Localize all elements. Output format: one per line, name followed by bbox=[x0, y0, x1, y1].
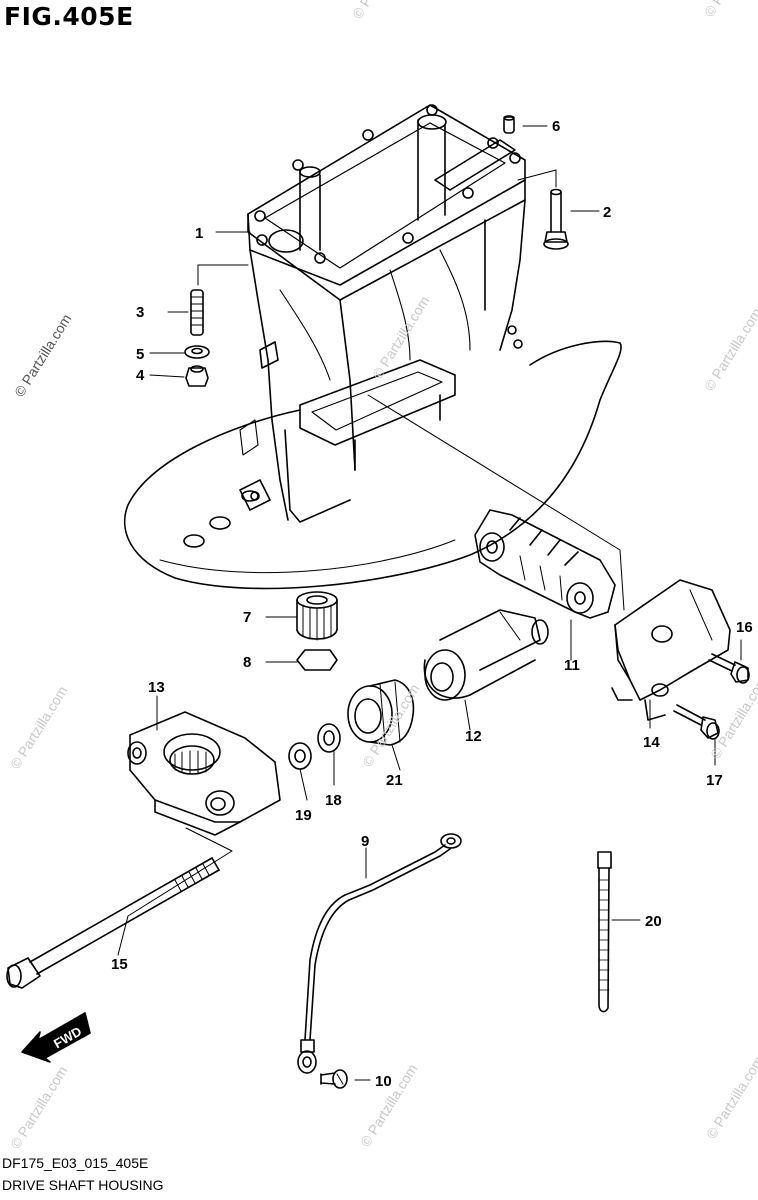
model-code: DF175_E03_015_405E bbox=[2, 1155, 149, 1171]
drive-shaft-housing[interactable] bbox=[123, 104, 622, 590]
callout-7: 7 bbox=[243, 609, 251, 626]
callout-21: 21 bbox=[386, 772, 403, 789]
sleeve-part-21[interactable] bbox=[347, 679, 415, 746]
callout-2: 2 bbox=[603, 204, 611, 221]
cable-tie-part-20[interactable] bbox=[597, 851, 612, 1013]
callout-10: 10 bbox=[375, 1073, 392, 1090]
callout-5: 5 bbox=[136, 346, 144, 363]
stud-bolt-part-3[interactable] bbox=[190, 289, 204, 336]
watermark-top-right: © Partzilla.com bbox=[701, 0, 758, 20]
callout-14: 14 bbox=[643, 734, 660, 751]
screw-part-10[interactable] bbox=[320, 1069, 348, 1089]
bushing-part-7[interactable] bbox=[296, 591, 338, 641]
callout-18: 18 bbox=[325, 792, 342, 809]
callout-6: 6 bbox=[552, 118, 560, 135]
watermark-top-center: © Partzilla.com bbox=[349, 0, 413, 22]
washer-part-5[interactable] bbox=[184, 345, 210, 359]
watermark-bottom-right: © Partzilla.com bbox=[703, 1053, 758, 1141]
through-bolt-part-15[interactable] bbox=[6, 857, 220, 989]
nut-part-4[interactable] bbox=[185, 365, 209, 387]
bolt-part-17[interactable] bbox=[673, 704, 720, 740]
ground-wire-part-9[interactable] bbox=[297, 833, 462, 1074]
mount-rubber-part-11[interactable] bbox=[474, 509, 616, 619]
watermark-lower-center: © Partzilla.com bbox=[359, 681, 423, 769]
figure-title: FIG.405E bbox=[4, 2, 134, 31]
callout-20: 20 bbox=[645, 913, 662, 930]
watermark-left: © Partzilla.com bbox=[11, 311, 75, 399]
washer-part-18[interactable] bbox=[317, 723, 341, 753]
watermark-bottom-left: © Partzilla.com bbox=[7, 1063, 71, 1151]
leader-lines bbox=[117, 125, 742, 1081]
seal-part-8[interactable] bbox=[296, 649, 338, 671]
callout-16: 16 bbox=[736, 619, 753, 636]
mount-rubber-part-12[interactable] bbox=[423, 609, 549, 701]
callout-19: 19 bbox=[295, 807, 312, 824]
callout-17: 17 bbox=[706, 772, 723, 789]
callout-15: 15 bbox=[111, 956, 128, 973]
callout-12: 12 bbox=[465, 728, 482, 745]
fwd-arrow bbox=[21, 1012, 91, 1063]
callout-1: 1 bbox=[195, 225, 203, 242]
bolt-part-2[interactable] bbox=[543, 188, 569, 250]
washer-part-19[interactable] bbox=[288, 742, 312, 770]
callout-numbers: 1 2 3 4 5 6 7 8 9 10 11 12 13 14 15 16 1… bbox=[111, 118, 753, 1090]
watermark-lower-right: © Partzilla.com bbox=[707, 673, 758, 761]
watermark-mid-right: © Partzilla.com bbox=[701, 305, 758, 393]
watermark-mid-center: © Partzilla.com bbox=[369, 293, 433, 381]
callout-9: 9 bbox=[361, 833, 369, 850]
callout-3: 3 bbox=[136, 304, 144, 321]
mount-bracket-part-13[interactable] bbox=[127, 711, 281, 836]
callout-11: 11 bbox=[564, 657, 580, 674]
callout-13: 13 bbox=[148, 679, 165, 696]
callout-4: 4 bbox=[136, 367, 145, 384]
figure-name: DRIVE SHAFT HOUSING bbox=[2, 1177, 164, 1193]
watermarks: © Partzilla.com © Partzilla.com © Partzi… bbox=[7, 0, 758, 1152]
bolt-part-16[interactable] bbox=[708, 653, 750, 684]
mount-bracket-part-14[interactable] bbox=[611, 579, 731, 721]
callout-8: 8 bbox=[243, 654, 251, 671]
watermark-lower-left: © Partzilla.com bbox=[7, 683, 71, 771]
dowel-pin-part-6[interactable] bbox=[503, 115, 515, 134]
